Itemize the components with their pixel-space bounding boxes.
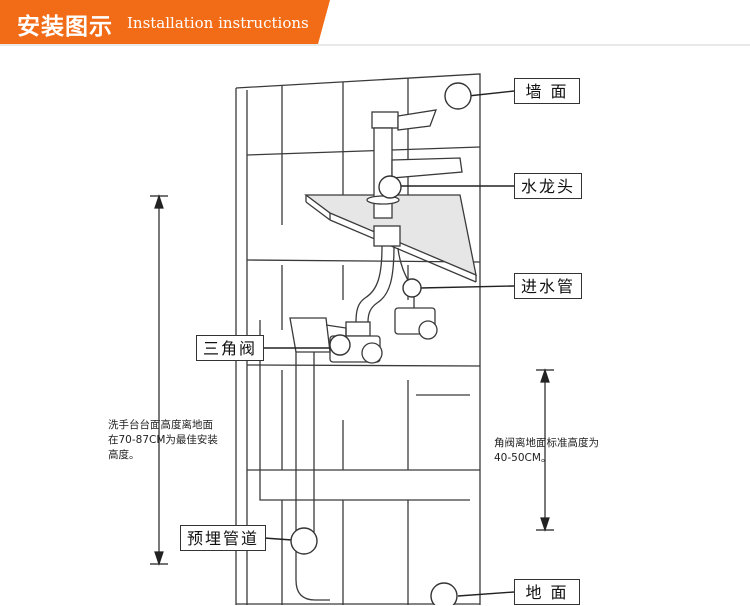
note-valve-line: 40-50CM。 bbox=[494, 452, 552, 464]
note-valve-line: 角阀离地面标准高度为 bbox=[494, 437, 599, 449]
note-basin-line: 在70-87CM为最佳安装 bbox=[108, 434, 218, 446]
header-title-en: Installation instructions bbox=[127, 14, 309, 32]
header-title-cn: 安装图示 bbox=[17, 14, 113, 40]
note-valve-height: 角阀离地面标准高度为 40-50CM。 bbox=[494, 436, 634, 466]
label-embedded-pipe: 预埋管道 bbox=[180, 525, 266, 551]
note-basin-height: 洗手台台面高度离地面 在70-87CM为最佳安装 高度。 bbox=[108, 418, 248, 463]
header-bar bbox=[0, 0, 330, 44]
header-divider bbox=[0, 44, 750, 46]
label-wall: 墙 面 bbox=[514, 78, 580, 104]
label-inlet-pipe: 进水管 bbox=[514, 273, 582, 299]
label-angle-valve: 三角阀 bbox=[196, 335, 264, 361]
note-basin-line: 高度。 bbox=[108, 449, 140, 461]
header: 安装图示 Installation instructions bbox=[0, 0, 750, 47]
wall-outline bbox=[235, 73, 481, 605]
label-faucet: 水龙头 bbox=[514, 173, 582, 199]
label-floor: 地 面 bbox=[514, 579, 580, 605]
note-basin-line: 洗手台台面高度离地面 bbox=[108, 419, 213, 431]
